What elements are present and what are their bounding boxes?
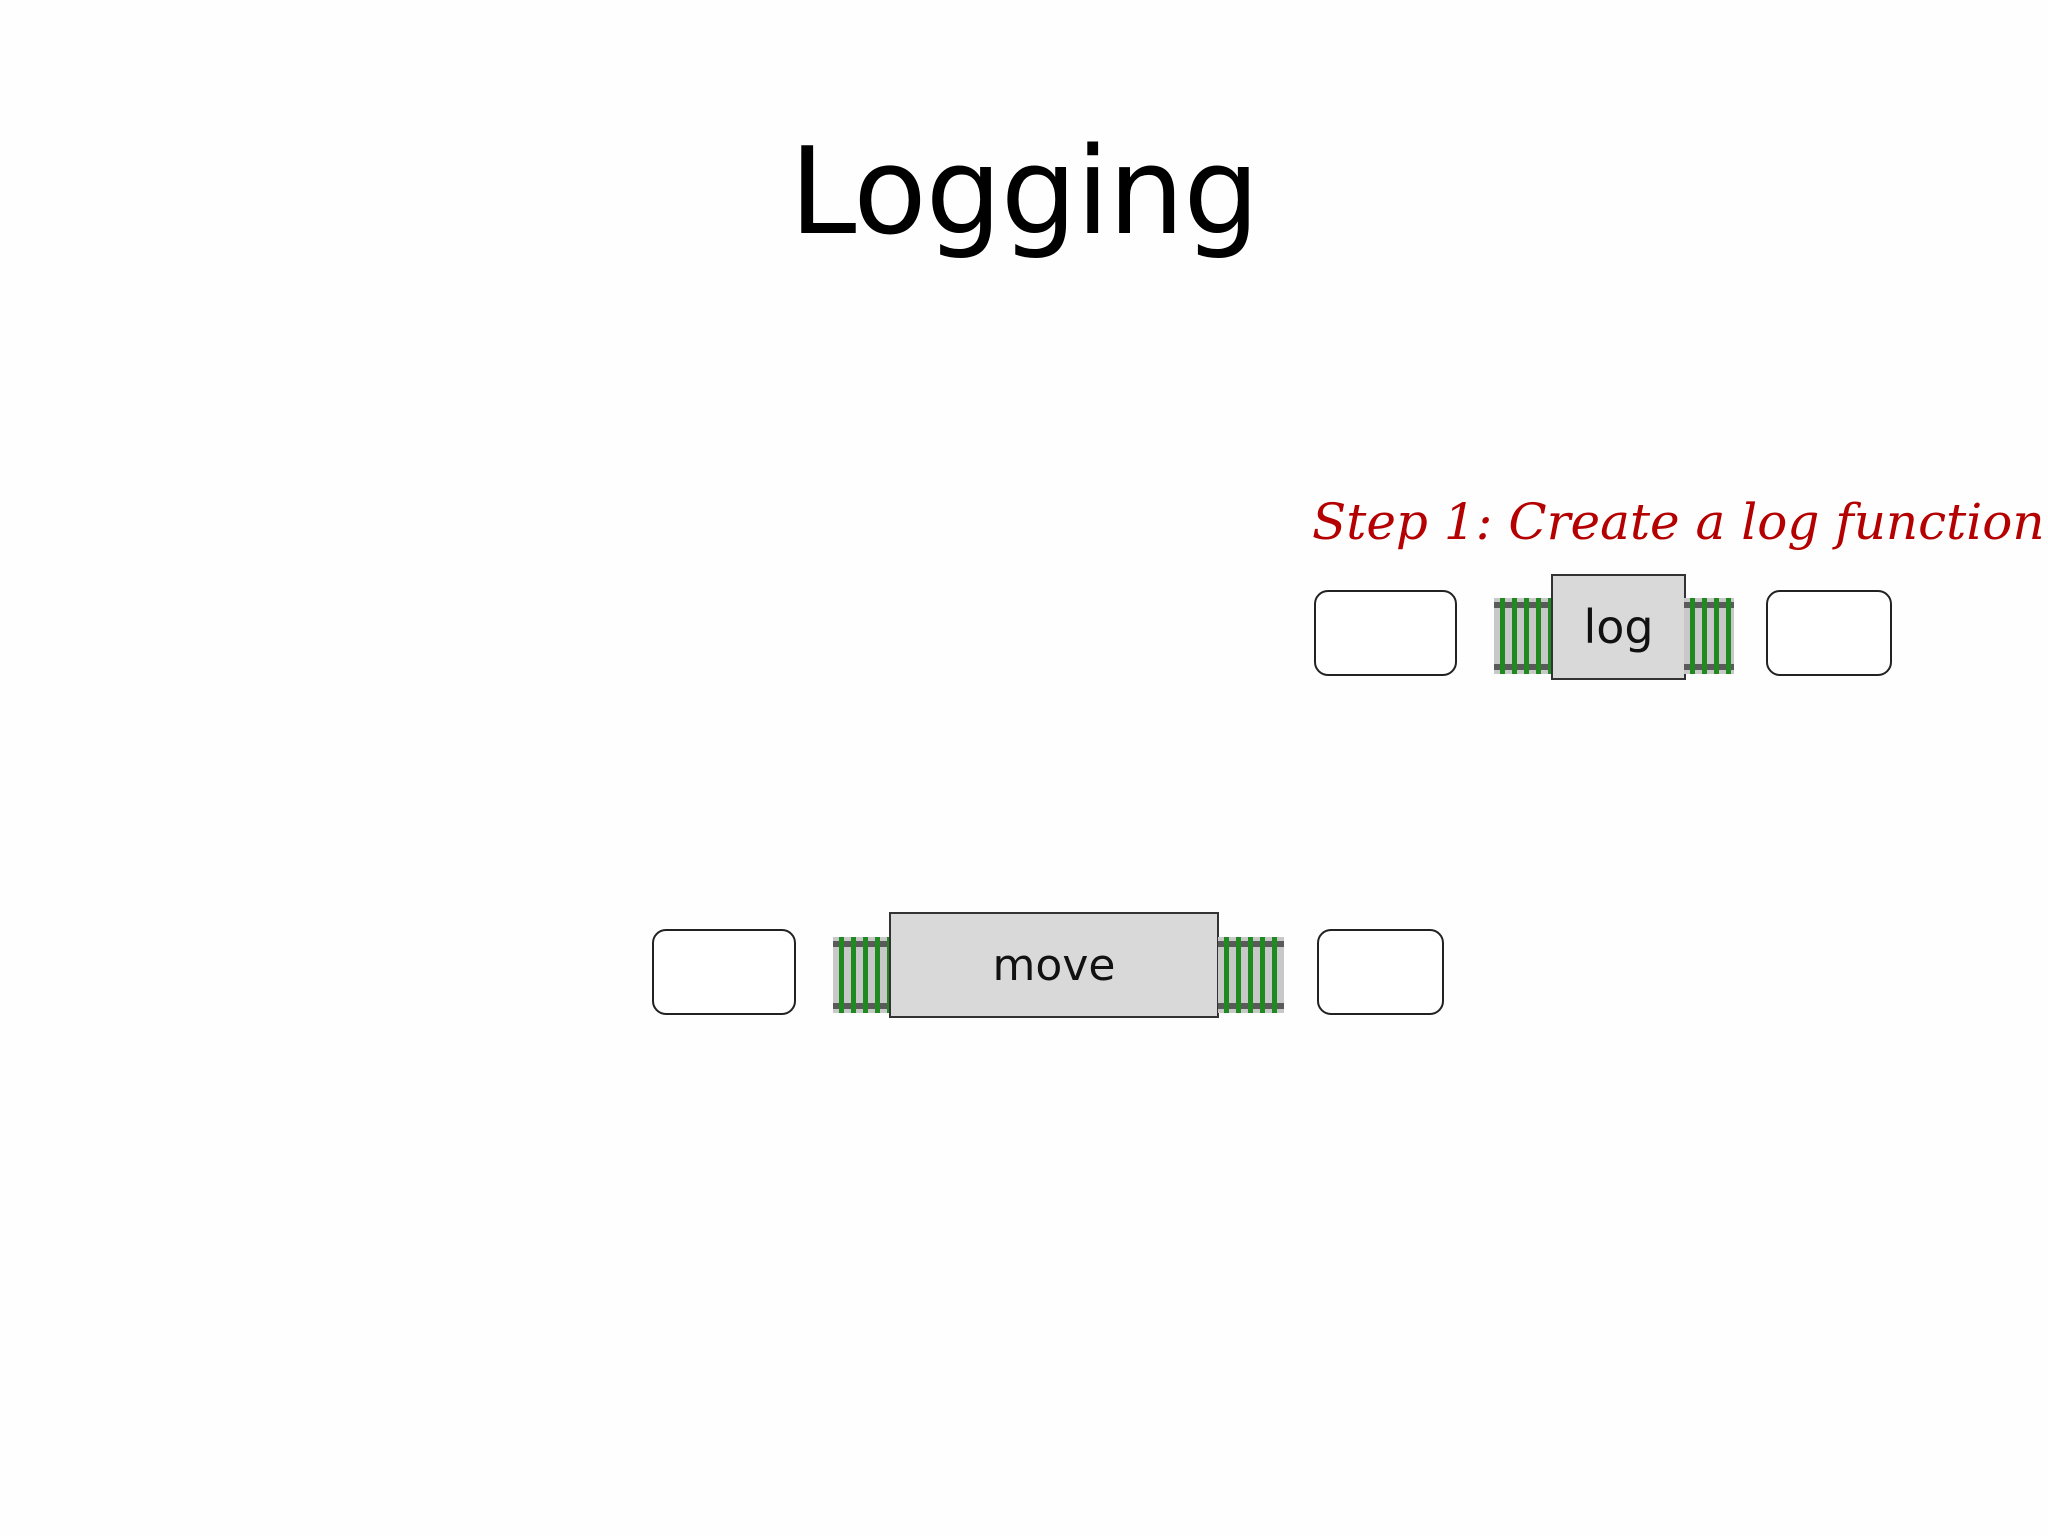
move-input-box	[652, 929, 796, 1015]
log-function-label: log	[1583, 600, 1654, 654]
move-function-block: move	[889, 912, 1219, 1018]
log-output-box	[1766, 590, 1892, 676]
railway-track-icon	[1218, 937, 1284, 1013]
railway-track-icon	[1684, 598, 1734, 674]
page-title: Logging	[789, 123, 1259, 262]
railway-track-icon	[1494, 598, 1554, 674]
move-output-box	[1317, 929, 1444, 1015]
log-function-block: log	[1551, 574, 1686, 680]
step-label: Step 1: Create a log function	[1312, 493, 2045, 551]
log-input-box	[1314, 590, 1457, 676]
move-function-label: move	[992, 939, 1116, 991]
railway-track-icon	[833, 937, 893, 1013]
